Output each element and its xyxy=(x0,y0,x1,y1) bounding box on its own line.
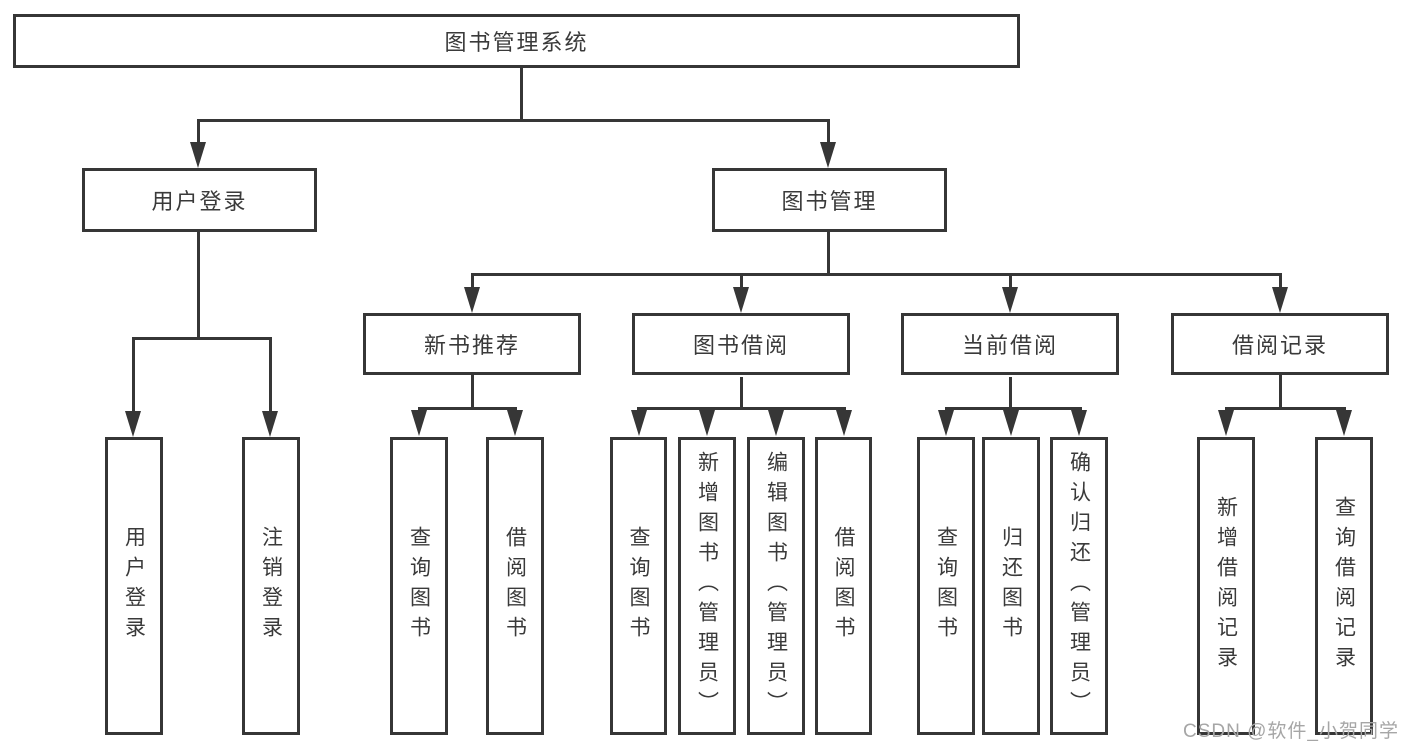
connector-line xyxy=(520,68,523,120)
leaf-query-books-borrowing: 查询图书 xyxy=(610,437,667,735)
node-book-management: 图书管理 xyxy=(712,168,947,232)
node-user-login: 用户登录 xyxy=(82,168,317,232)
node-borrowing-records: 借阅记录 xyxy=(1171,313,1389,375)
connector-line xyxy=(269,337,272,413)
node-new-book-recommendation: 新书推荐 xyxy=(363,313,581,375)
leaf-borrow-books-recommend: 借阅图书 xyxy=(486,437,544,735)
arrowhead-down-icon xyxy=(262,411,278,437)
leaf-label: 归还图书 xyxy=(999,526,1023,646)
connector-line xyxy=(827,232,830,276)
leaf-label: 编辑图书（管理员） xyxy=(764,451,788,721)
connector-line xyxy=(1009,273,1012,290)
node-current-borrowing: 当前借阅 xyxy=(901,313,1119,375)
connector-line xyxy=(1009,377,1012,410)
arrowhead-down-icon xyxy=(1003,410,1019,436)
leaf-label: 查询图书 xyxy=(627,526,650,646)
arrowhead-down-icon xyxy=(1272,287,1288,313)
watermark: CSDN @软件_小贺同学 xyxy=(1183,721,1399,742)
leaf-label: 借阅图书 xyxy=(503,526,527,646)
leaf-query-books-recommend: 查询图书 xyxy=(390,437,448,735)
leaf-label: 借阅图书 xyxy=(832,526,855,646)
arrowhead-down-icon xyxy=(733,287,749,313)
leaf-logout: 注销登录 xyxy=(242,437,300,735)
connector-line xyxy=(1279,375,1282,410)
connector-line xyxy=(132,337,272,340)
leaf-label: 查询图书 xyxy=(407,526,431,646)
connector-line xyxy=(740,273,743,290)
connector-line xyxy=(740,377,743,410)
connector-line xyxy=(1225,407,1346,410)
arrowhead-down-icon xyxy=(938,410,954,436)
arrowhead-down-icon xyxy=(125,411,141,437)
leaf-add-borrow-record: 新增借阅记录 xyxy=(1197,437,1255,735)
leaf-label: 查询图书 xyxy=(934,526,958,646)
arrowhead-down-icon xyxy=(507,410,523,436)
leaf-add-book-admin: 新增图书（管理员） xyxy=(678,437,736,735)
leaf-confirm-return-admin: 确认归还（管理员） xyxy=(1050,437,1108,735)
arrowhead-down-icon xyxy=(768,410,784,436)
leaf-label: 注销登录 xyxy=(259,526,283,646)
arrowhead-down-icon xyxy=(820,142,836,168)
leaf-edit-book-admin: 编辑图书（管理员） xyxy=(747,437,805,735)
connector-line xyxy=(132,337,135,413)
leaf-label: 用户登录 xyxy=(122,526,146,646)
connector-line xyxy=(418,407,517,410)
connector-line xyxy=(945,407,1082,410)
arrowhead-down-icon xyxy=(836,410,852,436)
leaf-user-login: 用户登录 xyxy=(105,437,163,735)
node-library-management-system: 图书管理系统 xyxy=(13,14,1020,68)
arrowhead-down-icon xyxy=(190,142,206,168)
connector-line xyxy=(1279,273,1282,290)
connector-line xyxy=(471,375,474,410)
connector-line xyxy=(471,273,1282,276)
leaf-label: 查询借阅记录 xyxy=(1332,496,1356,676)
arrowhead-down-icon xyxy=(1071,410,1087,436)
connector-line xyxy=(197,119,830,122)
arrowhead-down-icon xyxy=(699,410,715,436)
leaf-label: 新增借阅记录 xyxy=(1214,496,1238,676)
node-book-borrowing: 图书借阅 xyxy=(632,313,850,375)
connector-line xyxy=(471,273,474,290)
leaf-query-books-current: 查询图书 xyxy=(917,437,975,735)
arrowhead-down-icon xyxy=(1002,287,1018,313)
arrowhead-down-icon xyxy=(631,410,647,436)
arrowhead-down-icon xyxy=(464,287,480,313)
connector-line xyxy=(827,119,830,146)
arrowhead-down-icon xyxy=(1336,410,1352,436)
leaf-query-borrow-record: 查询借阅记录 xyxy=(1315,437,1373,735)
leaf-borrow-books-borrowing: 借阅图书 xyxy=(815,437,872,735)
leaf-return-book: 归还图书 xyxy=(982,437,1040,735)
arrowhead-down-icon xyxy=(411,410,427,436)
connector-line xyxy=(197,232,200,340)
arrowhead-down-icon xyxy=(1218,410,1234,436)
leaf-label: 确认归还（管理员） xyxy=(1067,451,1091,721)
leaf-label: 新增图书（管理员） xyxy=(695,451,719,721)
connector-line xyxy=(637,407,846,410)
connector-line xyxy=(197,119,200,146)
